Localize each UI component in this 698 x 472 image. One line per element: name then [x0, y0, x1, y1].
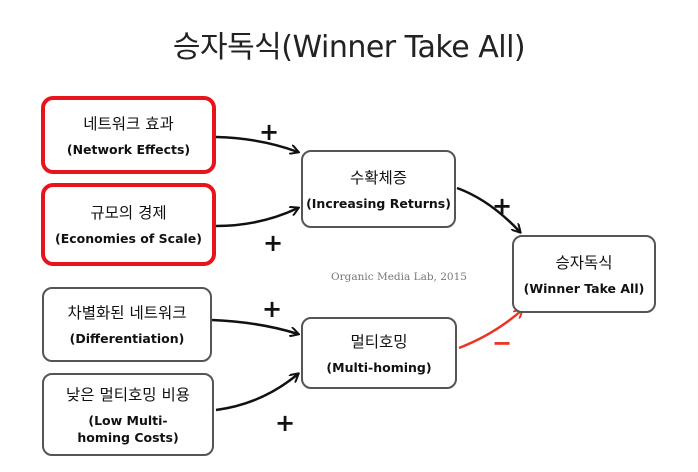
edge-multihoming-to-winner [458, 310, 522, 350]
node-label-en: (Winner Take All) [523, 280, 645, 296]
node-label-en: (Differentiation) [69, 331, 185, 346]
edge-low-costs-to-multihoming [215, 374, 298, 412]
edge-network-effects-to-increasing-returns [215, 135, 298, 152]
edge-sign: + [492, 192, 512, 220]
node-label-ko: 수확체증 [349, 168, 408, 187]
edge-increasing-returns-to-winner [456, 186, 520, 232]
node-label-ko: 멀티호밍 [350, 332, 408, 351]
node-label-en: (Increasing Returns) [306, 195, 451, 211]
node-network-effects: 네트워크 효과 (Network Effects) [41, 96, 216, 174]
node-low-multihoming-costs: 낮은 멀티호밍 비용 (Low Multi-homing Costs) [42, 373, 214, 456]
node-label-en: (Economies of Scale) [54, 231, 202, 246]
node-label-ko: 네트워크 효과 [83, 114, 174, 133]
node-increasing-returns: 수확체증 (Increasing Returns) [301, 150, 456, 228]
edge-economies-to-increasing-returns [215, 208, 298, 228]
node-winner-take-all: 승자독식 (Winner Take All) [512, 235, 656, 313]
node-differentiation: 차별화된 네트워크 (Differentiation) [42, 287, 212, 362]
node-label-en: (Low Multi-homing Costs) [77, 412, 179, 445]
node-label-ko: 차별화된 네트워크 [67, 304, 187, 322]
edge-sign: + [263, 229, 283, 257]
node-label-ko: 규모의 경제 [90, 204, 167, 222]
edge-differentiation-to-multihoming [211, 318, 298, 334]
node-label-en: (Multi-homing) [326, 359, 432, 375]
diagram-title: 승자독식(Winner Take All) [172, 30, 526, 65]
node-label-ko: 낮은 멀티호밍 비용 [66, 385, 190, 404]
node-label-ko: 승자독식 [555, 253, 613, 272]
edge-sign: + [259, 118, 279, 146]
credit-text: Organic Media Lab, 2015 [331, 271, 467, 283]
node-label-en: (Network Effects) [66, 141, 191, 157]
edge-sign: + [275, 409, 295, 437]
edge-sign: − [492, 329, 512, 357]
node-economies-of-scale: 규모의 경제 (Economies of Scale) [41, 183, 216, 266]
edge-sign: + [262, 295, 282, 323]
node-multihoming: 멀티호밍 (Multi-homing) [301, 317, 457, 389]
